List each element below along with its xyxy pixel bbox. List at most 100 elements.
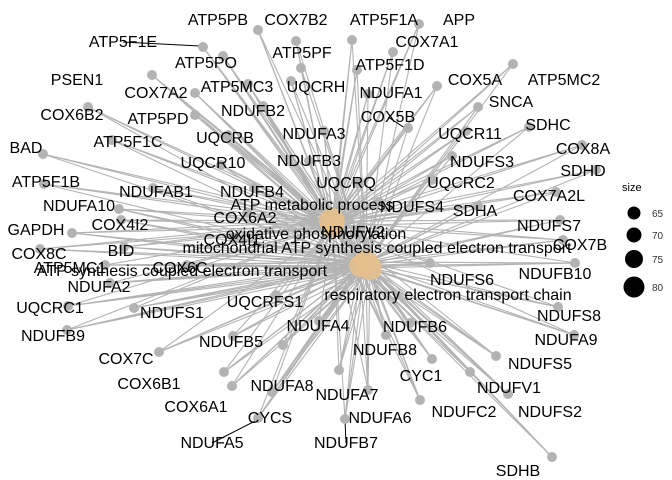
pathway-nodes — [319, 208, 382, 280]
edge-cox5b-to-hub-1 — [332, 127, 409, 227]
gene-label-ndufa8: NDUFA8 — [250, 378, 313, 395]
gene-label-ndufv2: NDUFV2 — [321, 224, 385, 241]
gene-label-bid: BID — [108, 243, 135, 260]
edge-ndufa9-to-hub-2 — [365, 261, 575, 336]
gene-label-ndufab1: NDUFAB1 — [119, 184, 193, 201]
edge-atp5f1d-to-hub-1 — [332, 69, 358, 227]
gene-label-cox8a: COX8A — [556, 141, 611, 158]
gene-label-cyc1: CYC1 — [400, 368, 443, 385]
edge-atp5pd-to-hub-2 — [194, 114, 367, 263]
edge-cox8c-to-hub-1 — [39, 225, 334, 250]
edge-cycs-to-hub-1 — [271, 225, 334, 393]
gene-label-ndufs1: NDUFS1 — [140, 305, 204, 322]
gene-node-uqcr11 — [461, 126, 471, 136]
edge-atp5po-to-hub-1 — [222, 55, 334, 227]
gene-label-ndufs3: NDUFS3 — [450, 154, 514, 171]
gene-label-app: APP — [443, 12, 475, 29]
edge-cox6a1-to-hub-1 — [231, 225, 334, 387]
gene-node-cox7a2 — [190, 88, 200, 98]
edge-ndufb7-to-hub-2 — [344, 261, 367, 420]
gene-label-atp5mc3: ATP5MC3 — [201, 79, 274, 96]
gene-nodes — [35, 19, 601, 462]
edge-ndufb10-to-hub-4 — [369, 262, 576, 269]
gene-label-atp5po: ATP5PO — [175, 55, 237, 72]
edge-uqcr11-to-hub-0 — [331, 130, 467, 222]
gene-label-uqcrb: UQCRB — [196, 130, 254, 147]
legend-entry-80: 80 — [623, 276, 664, 298]
edge-ndufs2-to-hub-3 — [359, 265, 509, 395]
gene-node-app — [414, 19, 424, 29]
edge-uqcr10-to-hub-0 — [220, 164, 333, 222]
gene-label-ndufa7: NDUFA7 — [315, 387, 378, 404]
gene-label-gapdh: GAPDH — [8, 222, 65, 239]
gene-node-ndufs3 — [447, 151, 457, 161]
gene-label-cox4i2: COX4I2 — [92, 217, 149, 234]
edge-ndufc2-to-hub-4 — [369, 267, 421, 401]
edge-ndufs8-to-hub-1 — [332, 225, 559, 308]
gene-node-bad — [38, 149, 48, 159]
gene-label-cox5a: COX5A — [448, 72, 503, 89]
edge-uqcr10-to-hub-1 — [220, 164, 334, 227]
edge-ndufb5-to-hub-3 — [232, 265, 361, 337]
gene-node-cox4i2 — [116, 215, 126, 225]
gene-label-atp5f1a: ATP5F1A — [350, 12, 419, 29]
edge-snca-to-hub-1 — [332, 106, 479, 227]
edge-atp5f1e-to-hub-1 — [202, 46, 334, 227]
edge-cox7a2l-to-hub-0 — [331, 191, 557, 222]
gene-node-cyc1 — [427, 354, 437, 364]
gene-label-ndufc2: NDUFC2 — [432, 404, 497, 421]
gene-label-ndufb7: NDUFB7 — [314, 435, 378, 452]
gene-node-ndufa6 — [363, 385, 373, 395]
legend-label-80: 80 — [652, 283, 664, 294]
legend-entry-70: 70 — [626, 227, 664, 243]
edge-atp5mc2-to-hub-0 — [331, 63, 514, 222]
gene-node-ndufa10 — [114, 204, 124, 214]
gene-label-cox7b: COX7B — [553, 237, 607, 254]
gene-label-cox5b: COX5B — [361, 109, 415, 126]
gene-node-uqcrfs1 — [271, 290, 281, 300]
gene-node-atp5mc3 — [243, 79, 253, 89]
gene-node-atp5mc2 — [508, 59, 518, 69]
gene-label-uqcrc2: UQCRC2 — [427, 175, 495, 192]
gene-node-ndufs8 — [553, 302, 563, 312]
gene-label-ndufa5: NDUFA5 — [180, 435, 243, 452]
gene-label-cox6a1: COX6A1 — [164, 399, 227, 416]
gene-label-ndufs7: NDUFS7 — [517, 218, 581, 235]
edge-ndufs3-to-hub-1 — [332, 155, 453, 227]
gene-node-sdhd — [591, 165, 601, 175]
gene-node-cox6b2 — [83, 102, 93, 112]
gene-label-ndufv1: NDUFV1 — [477, 380, 541, 397]
gene-node-cox6b1 — [219, 367, 229, 377]
edge-ndufa6-to-hub-3 — [359, 265, 369, 391]
edge-ndufb9-to-hub-1 — [66, 225, 334, 331]
pathway-node-respiratory-electron-transport-chain — [358, 256, 382, 280]
pathway-label-mitochondrial-atp-synthesis-coupled-electron-transport: mitochondrial ATP synthesis coupled elec… — [183, 240, 573, 257]
gene-label-cox4i1: COX4I1 — [204, 232, 261, 249]
legend-entry-65: 65 — [627, 206, 664, 220]
gene-node-cox4i1 — [229, 233, 239, 243]
edge-cox5a-to-hub-0 — [331, 85, 438, 222]
gene-node-cox7b2 — [291, 36, 301, 46]
gene-label-sdha: SDHA — [453, 203, 498, 220]
edge-ndufs7-to-hub-0 — [331, 219, 561, 222]
gene-label-atp5f1c: ATP5F1C — [93, 134, 162, 151]
edge-uqcrb-to-hub-2 — [227, 134, 367, 263]
gene-node-ndufa1 — [363, 89, 373, 99]
gene-label-cox7c: COX7C — [98, 351, 153, 368]
edge-ndufc2-to-hub-1 — [332, 225, 421, 401]
edge-ndufa10-to-hub-0 — [118, 208, 333, 222]
gene-label-ndufa2: NDUFA2 — [67, 279, 130, 296]
gene-node-ndufb6 — [405, 318, 415, 328]
gene-node-uqcr10 — [216, 160, 226, 170]
gene-node-uqcrc1 — [63, 301, 73, 311]
gene-label-cox6c: COX6C — [152, 260, 207, 277]
pathway-node-oxidative-phosphorylation — [322, 215, 344, 237]
edge-atp5mc2-to-hub-1 — [332, 63, 514, 227]
gene-node-ndufb5 — [228, 331, 238, 341]
gene-node-ndufb3 — [304, 156, 314, 166]
edge-uqcr11-to-hub-1 — [332, 130, 467, 227]
